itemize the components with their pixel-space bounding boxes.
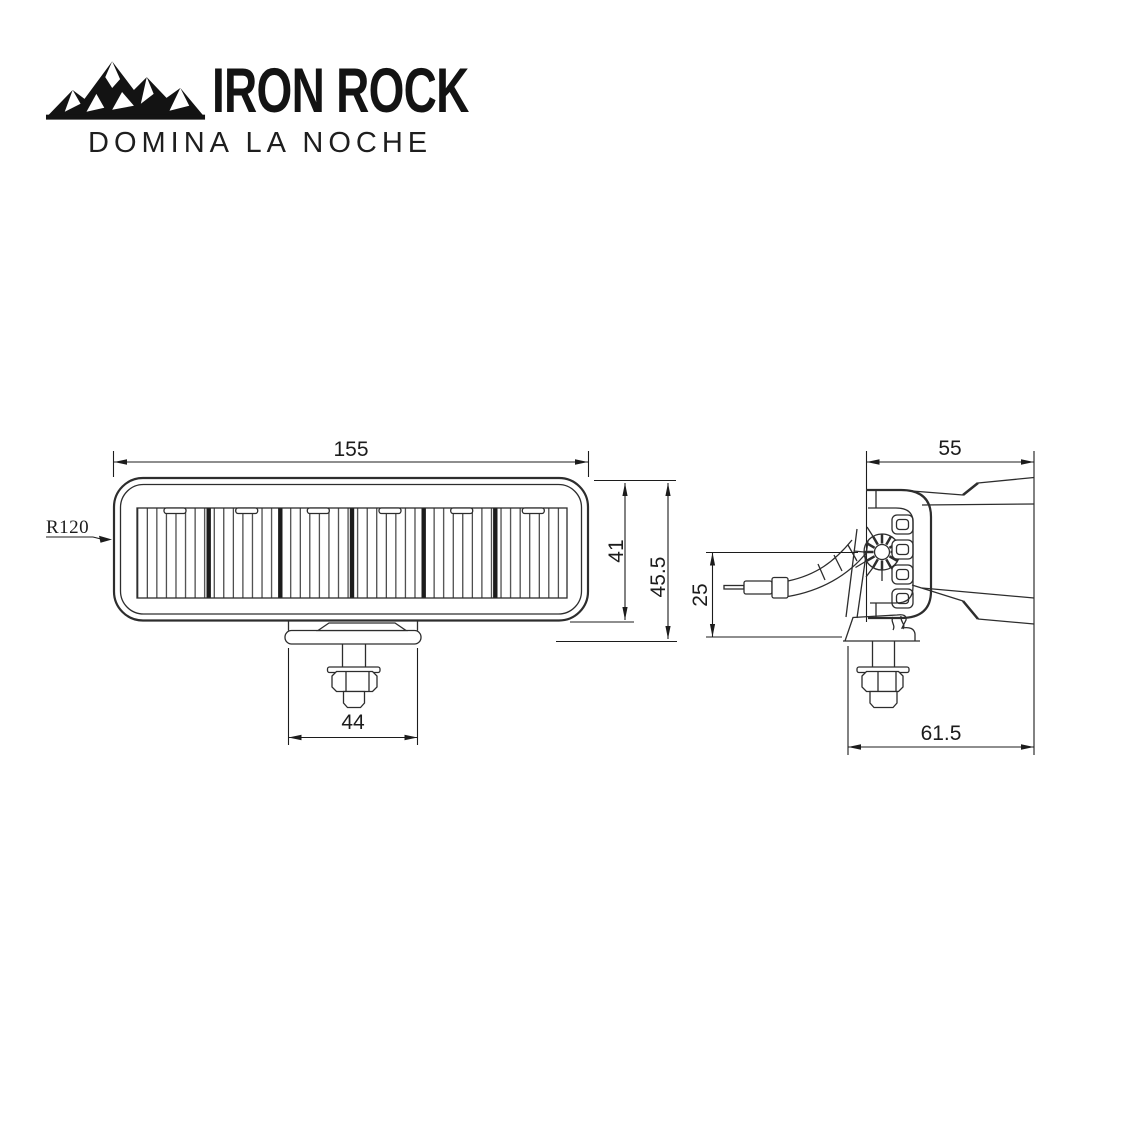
front-radius-callout: R120 (46, 517, 112, 543)
side-body-profile (911, 476, 1035, 625)
front-mount-bracket (284, 621, 422, 645)
brand-tagline: DOMINA LA NOCHE (88, 127, 433, 159)
mountain-range-icon (45, 61, 206, 120)
front-dim-overall-width: 155 (112, 438, 590, 477)
brand-logo: IRON ROCK DOMINA LA NOCHE (0, 0, 560, 180)
side-dim-overall-depth: 61.5 (847, 646, 1034, 755)
bracket-teeth (891, 514, 914, 609)
front-dim-bracket-width: 44 (287, 648, 419, 745)
side-dim-connector-offset: 25 (689, 551, 858, 638)
front-body-outline (112, 476, 590, 622)
front-view: 155 (46, 438, 677, 745)
dim-label-connector-offset: 25 (689, 583, 712, 606)
front-mount-bolt (326, 644, 381, 709)
lens-segment-dividers (206, 508, 498, 598)
front-dim-overall-height: 45.5 (556, 483, 677, 643)
side-mount-bolt (856, 641, 910, 709)
front-dim-body-height: 41 (570, 479, 676, 623)
radius-label: R120 (46, 517, 89, 538)
dim-label-bracket-width: 44 (341, 711, 365, 734)
dim-label-width: 155 (333, 438, 368, 461)
side-wire-connector (723, 539, 868, 599)
dim-label-overall-depth: 61.5 (921, 722, 962, 745)
lens-top-tabs (163, 507, 545, 515)
side-bracket-channel (866, 488, 933, 620)
side-view: 55 (689, 437, 1035, 755)
side-dim-housing-depth: 55 (865, 437, 1035, 755)
brand-name: IRON ROCK (212, 56, 469, 126)
dim-label-body-height: 41 (605, 539, 628, 562)
front-lens (136, 507, 568, 599)
dim-label-housing-depth: 55 (938, 437, 961, 460)
dim-label-overall-height: 45.5 (647, 557, 670, 598)
